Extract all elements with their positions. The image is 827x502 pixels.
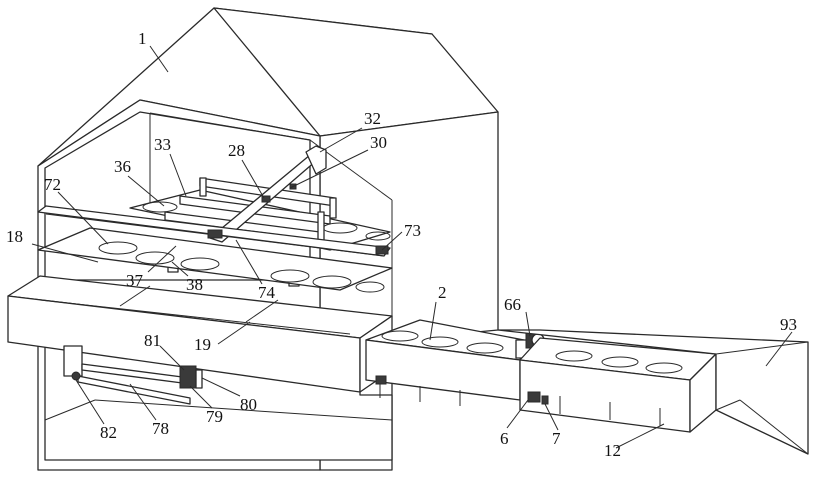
- motor-6: [528, 392, 540, 402]
- label-93: 93: [780, 315, 797, 334]
- leader-12: [616, 424, 664, 448]
- label-30: 30: [370, 133, 387, 152]
- motor-7: [542, 396, 548, 404]
- bracket-82: [64, 346, 82, 376]
- label-19: 19: [194, 335, 211, 354]
- rail-post: [200, 178, 206, 196]
- label-78: 78: [152, 419, 169, 438]
- label-32: 32: [364, 109, 381, 128]
- label-80: 80: [240, 395, 257, 414]
- label-12: 12: [604, 441, 621, 460]
- conveyor-12: [520, 338, 716, 432]
- label-7: 7: [552, 429, 561, 448]
- label-66: 66: [504, 295, 521, 314]
- slider-block: [208, 230, 222, 238]
- label-2: 2: [438, 283, 447, 302]
- label-33: 33: [154, 135, 171, 154]
- drive-79: [180, 366, 196, 388]
- label-1: 1: [138, 29, 147, 48]
- label-36: 36: [114, 157, 131, 176]
- label-81: 81: [144, 331, 161, 350]
- clamp: [376, 376, 386, 384]
- label-37: 37: [126, 271, 144, 290]
- label-82: 82: [100, 423, 117, 442]
- label-73: 73: [404, 221, 421, 240]
- label-74: 74: [258, 283, 276, 302]
- leader-6: [507, 400, 528, 428]
- rail-post: [330, 198, 336, 218]
- label-18: 18: [6, 227, 23, 246]
- label-38: 38: [186, 275, 203, 294]
- label-72: 72: [44, 175, 61, 194]
- label-6: 6: [500, 429, 509, 448]
- label-79: 79: [206, 407, 223, 426]
- drive-80: [196, 370, 202, 388]
- rail-post: [318, 212, 324, 242]
- label-28: 28: [228, 141, 245, 160]
- pivot: [72, 372, 80, 380]
